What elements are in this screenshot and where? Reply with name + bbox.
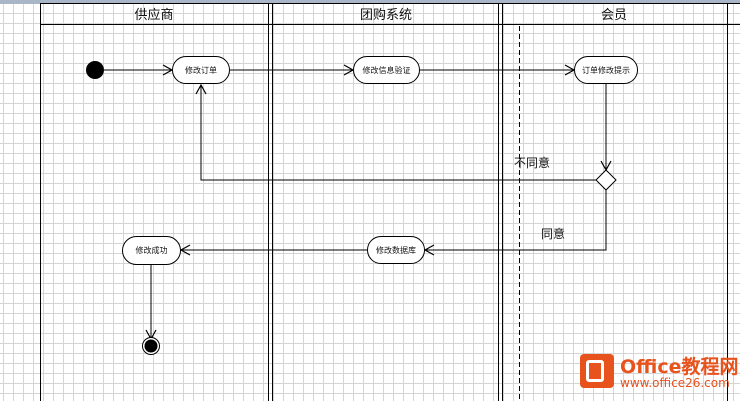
lane-title-member: 会员 bbox=[601, 8, 627, 23]
activity-label: 修改订单 bbox=[185, 65, 217, 75]
office-logo-icon bbox=[580, 354, 614, 388]
flow-edges bbox=[104, 64, 612, 341]
activity-modify-database[interactable]: 修改数据库 bbox=[367, 236, 425, 264]
end-node-core bbox=[144, 339, 158, 353]
watermark-title: Office教程网 bbox=[620, 356, 739, 378]
activity-label: 修改数据库 bbox=[376, 245, 416, 255]
activity-modify-success[interactable]: 修改成功 bbox=[122, 236, 181, 265]
guard-label-agree: 同意 bbox=[541, 226, 565, 241]
activity-label: 修改信息验证 bbox=[363, 65, 411, 75]
end-node[interactable] bbox=[142, 337, 160, 355]
activity-shape bbox=[122, 236, 181, 265]
watermark-url: www.office26.com bbox=[620, 376, 730, 390]
guard-label-disagree: 不同意 bbox=[514, 155, 550, 170]
watermark: Office教程网 www.office26.com bbox=[580, 350, 740, 401]
decision-node[interactable] bbox=[595, 169, 617, 191]
office-logo-mark bbox=[586, 360, 604, 382]
activity-order-modify-notice[interactable]: 订单修改提示 bbox=[574, 56, 638, 84]
activity-shape bbox=[353, 56, 420, 84]
activity-modify-info-verify[interactable]: 修改信息验证 bbox=[353, 56, 420, 84]
activity-label: 订单修改提示 bbox=[582, 65, 630, 75]
lane-title-groupbuy: 团购系统 bbox=[360, 7, 412, 23]
edge-decision-disagree bbox=[195, 83, 596, 181]
activity-shape bbox=[172, 56, 230, 84]
start-node[interactable] bbox=[86, 61, 104, 79]
activity-shape bbox=[574, 56, 638, 84]
activity-shape bbox=[367, 236, 425, 264]
activity-modify-order[interactable]: 修改订单 bbox=[172, 56, 230, 84]
swimlanes bbox=[40, 3, 740, 401]
edge-decision-agree bbox=[423, 190, 607, 256]
lane-title-supplier: 供应商 bbox=[134, 7, 173, 23]
activity-label: 修改成功 bbox=[136, 245, 168, 255]
window-top-bar bbox=[0, 0, 740, 4]
